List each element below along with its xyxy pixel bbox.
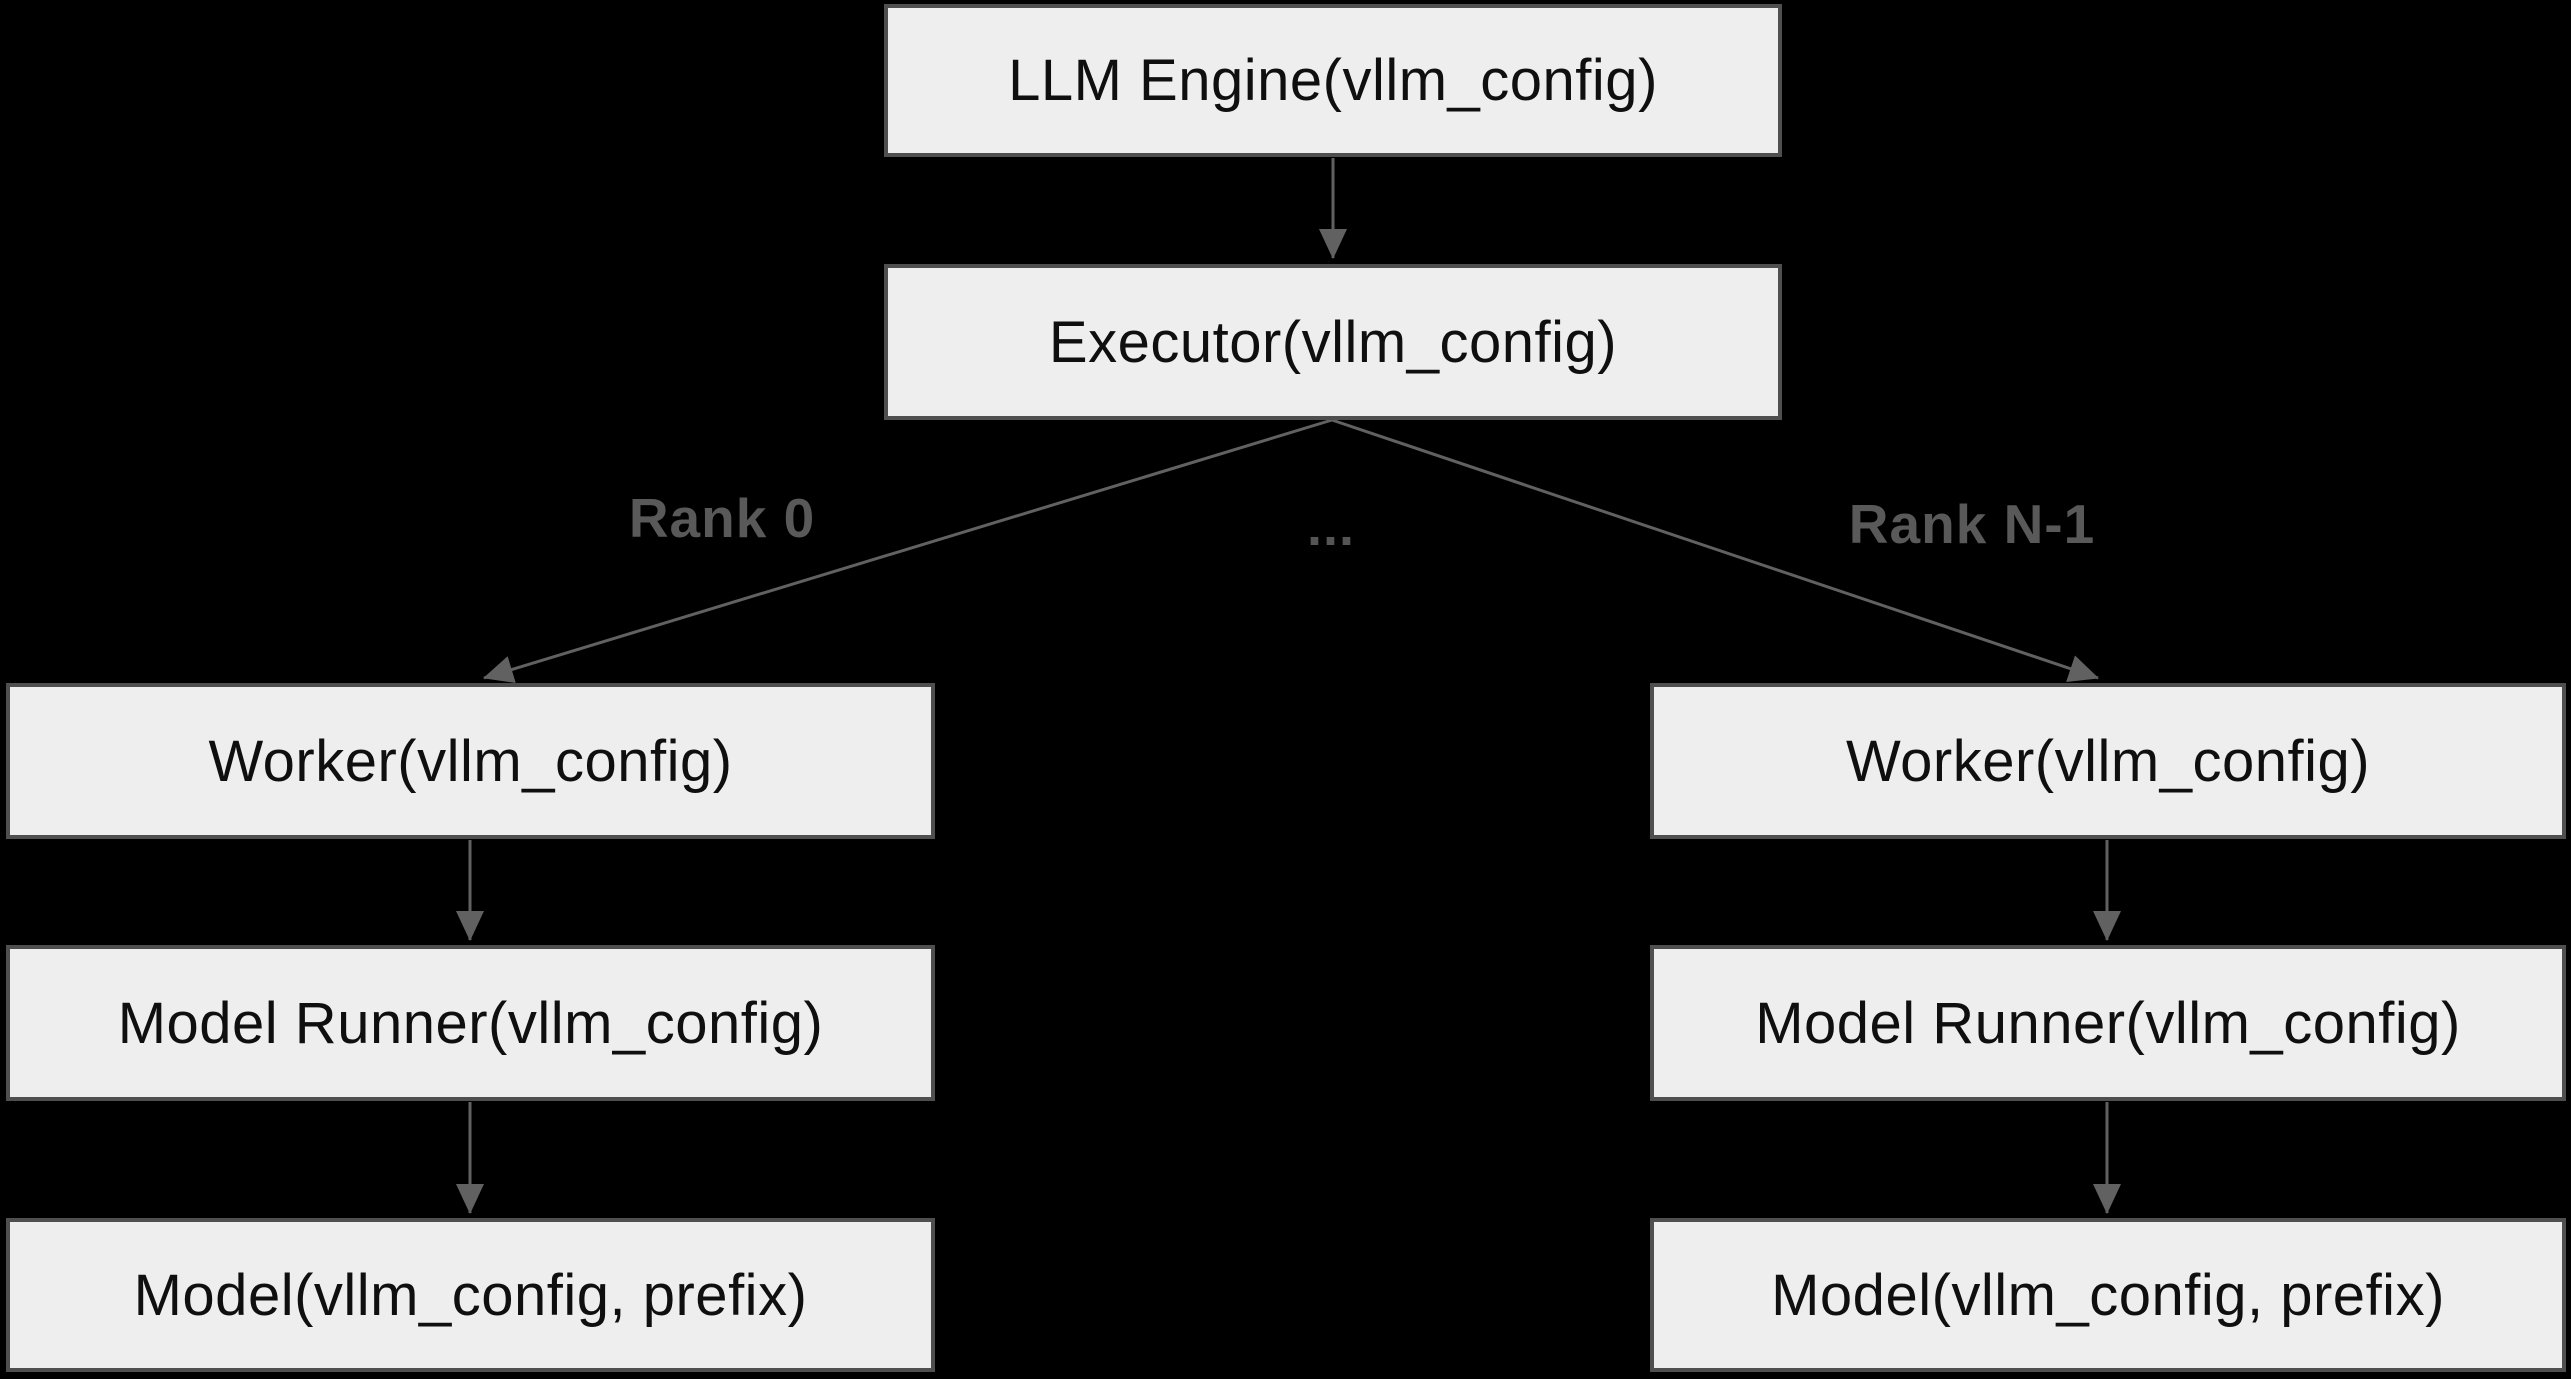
edge-label-rank-n-1: Rank N-1 — [1848, 493, 2096, 555]
node-worker-rank0: Worker(vllm_config) — [6, 683, 935, 839]
node-model-rankn1: Model(vllm_config, prefix) — [1650, 1218, 2566, 1372]
node-model-runner-rank0: Model Runner(vllm_config) — [6, 945, 935, 1101]
arrow-executor-to-worker-left — [483, 418, 1333, 683]
node-worker-rankn1: Worker(vllm_config) — [1650, 683, 2566, 839]
edge-label-rank-0: Rank 0 — [628, 487, 816, 549]
node-model-rank0: Model(vllm_config, prefix) — [6, 1218, 935, 1372]
node-executor: Executor(vllm_config) — [884, 264, 1782, 420]
edge-label-ellipsis: ... — [1306, 497, 1356, 557]
node-llm-engine: LLM Engine(vllm_config) — [884, 4, 1782, 157]
arrow-executor-to-worker-right — [1331, 418, 2099, 683]
node-model-runner-rankn1: Model Runner(vllm_config) — [1650, 945, 2566, 1101]
